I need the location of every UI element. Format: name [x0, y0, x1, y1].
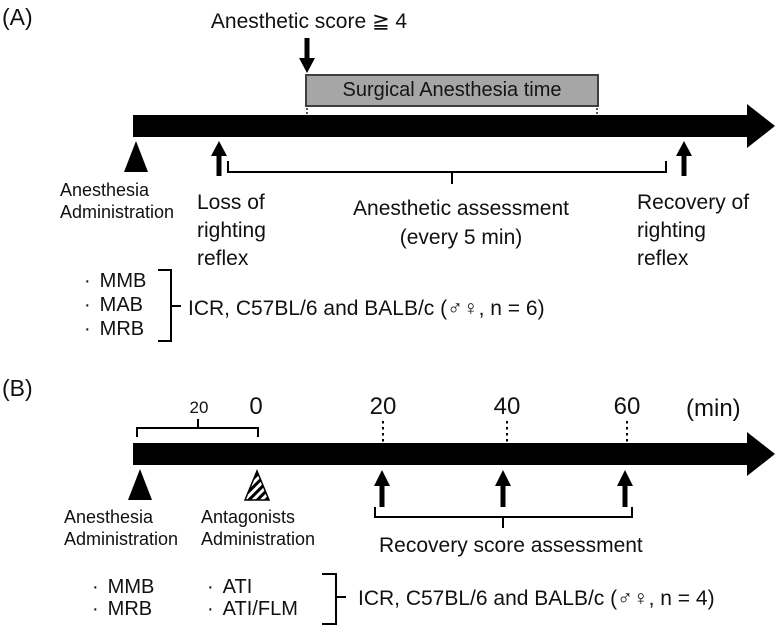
drug-label: ATI/FLM: [222, 598, 298, 620]
anesthetic-assessment-label: Anesthetic assessment (every 5 min): [353, 197, 569, 249]
pre-interval-tick-label: 20: [189, 398, 209, 417]
drug-list-item-mmb-a: · MMB: [84, 270, 146, 293]
recovery-score-arrow-40-icon: [495, 470, 511, 507]
antagonists-hatched-triangle-marker: [243, 469, 271, 501]
anesthesia-triangle-marker-b: [128, 469, 152, 500]
bullet-icon: ·: [207, 576, 214, 598]
pre-interval-bracket-b: [136, 419, 259, 437]
bullet-icon: ·: [84, 294, 91, 316]
recovery-score-arrow-20-icon: [374, 470, 390, 507]
antagonist-list-item-ati: · ATI: [207, 576, 252, 599]
strain-label-b: ICR, C57BL/6 and BALB/c (♂♀, n = 4): [358, 587, 715, 610]
antagonist-list-item-ati-flm: · ATI/FLM: [207, 598, 298, 621]
antagonists-administration-label: Antagonists Administration: [201, 507, 316, 549]
recovery-score-assessment-label: Recovery score assessment: [379, 534, 643, 557]
bullet-icon: ·: [92, 576, 99, 598]
recovery-assessment-bracket-b: [374, 507, 633, 528]
loss-up-arrow-icon: [211, 141, 227, 176]
drug-list-item-mab-a: · MAB: [84, 294, 143, 317]
anesthetic-score-label: Anesthetic score ≧ 4: [210, 10, 408, 33]
score-down-arrow-icon: [299, 38, 315, 73]
panel-b-label: (B): [2, 375, 33, 401]
tick-label-0: 0: [249, 393, 263, 420]
drug-label: MAB: [99, 294, 144, 316]
drug-list-bracket-a: [158, 269, 181, 342]
anesthesia-administration-label-a: Anesthesia Administration: [60, 180, 175, 222]
drug-list-item-mrb-a: · MRB: [84, 318, 144, 341]
recovery-score-arrow-60-icon: [617, 470, 633, 507]
panel-a-label: (A): [2, 4, 33, 30]
anesthetic-list-item-mmb-b: · MMB: [92, 576, 154, 599]
anesthesia-administration-label-b: Anesthesia Administration: [64, 507, 179, 549]
anesthetic-list-item-mrb-b: · MRB: [92, 598, 152, 621]
drug-label: MMB: [107, 576, 155, 598]
loss-of-righting-reflex-label: Loss of righting reflex: [197, 191, 266, 270]
bullet-icon: ·: [84, 318, 91, 340]
drug-label: ATI: [222, 576, 253, 598]
assessment-bracket-a: [227, 161, 667, 184]
drug-list-bracket-b: [322, 573, 346, 625]
timeline-arrow-a: [133, 104, 775, 148]
drug-label: MRB: [107, 598, 153, 620]
drug-label: MRB: [99, 318, 145, 340]
tick-label-60: 60: [613, 393, 641, 420]
anesthesia-triangle-marker-a: [124, 141, 148, 172]
tick-label-40: 40: [493, 393, 521, 420]
recovery-up-arrow-icon: [676, 141, 692, 176]
timeline-arrow-b: [133, 432, 775, 476]
minutes-unit-label: (min): [686, 395, 741, 422]
strain-label-a: ICR, C57BL/6 and BALB/c (♂♀, n = 6): [188, 297, 545, 320]
recovery-of-righting-reflex-label: Recovery of righting reflex: [637, 191, 750, 270]
surgical-anesthesia-box-label: Surgical Anesthesia time: [342, 79, 562, 101]
tick-label-20: 20: [369, 393, 397, 420]
surgical-anesthesia-box: Surgical Anesthesia time: [305, 74, 599, 107]
drug-label: MMB: [99, 270, 147, 292]
bullet-icon: ·: [207, 598, 214, 620]
bullet-icon: ·: [84, 270, 91, 292]
bullet-icon: ·: [92, 598, 99, 620]
